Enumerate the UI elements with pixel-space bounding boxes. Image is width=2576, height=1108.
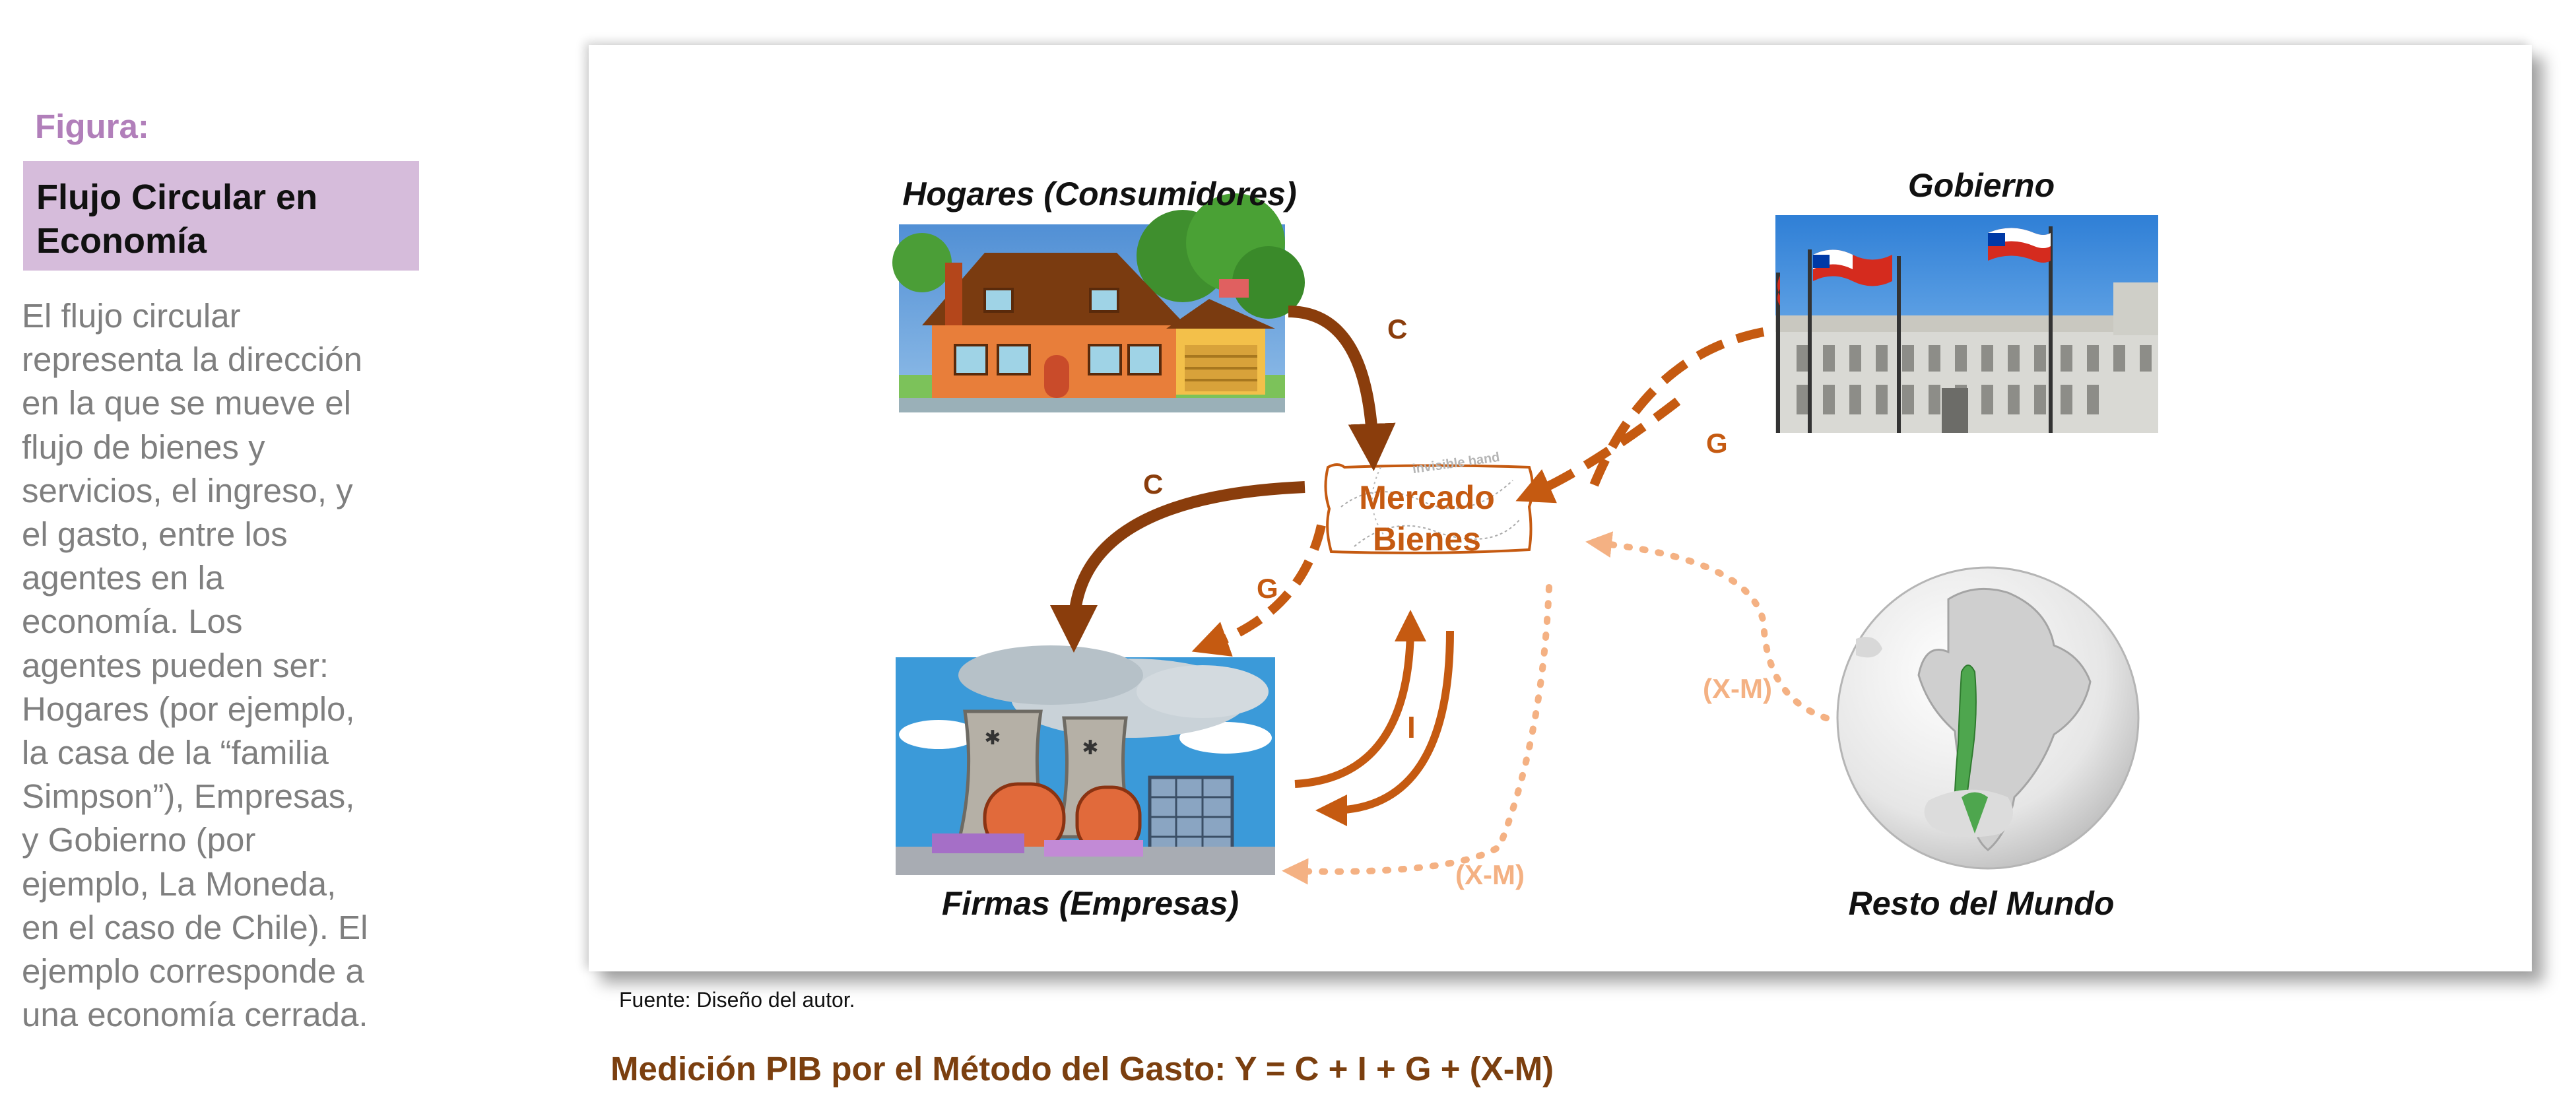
net-exports-arrow-firms — [1282, 584, 1552, 885]
description-line: en el caso de Chile). El — [22, 908, 368, 946]
description-text: El flujo circular representa la direcció… — [22, 294, 418, 1037]
net-exports-arrow-market — [1585, 531, 1830, 721]
description-line: ejemplo, La Moneda, — [22, 864, 337, 903]
firms-picture: ✱ ✱ — [896, 645, 1275, 875]
net-exports-label-firms: (X-M) — [1455, 859, 1525, 890]
description-line: flujo de bienes y — [22, 428, 265, 466]
gdp-formula: Medición PIB por el Método del Gasto: Y … — [611, 1050, 1554, 1088]
description-line: el gasto, entre los — [22, 515, 288, 554]
description-line: economía. Los — [22, 603, 243, 641]
figure-title-box: Flujo Circular en Economía — [23, 161, 419, 271]
consumption-arrow-households — [1288, 306, 1396, 471]
consumption-arrow-firms — [1050, 481, 1305, 653]
description-line: en la que se mueve el — [22, 384, 351, 422]
investment-label: I — [1407, 710, 1416, 744]
consumption-label-households: C — [1387, 313, 1407, 344]
figure-panel: Hogares (Consumidores) — [589, 45, 2532, 971]
government-label-g: G — [1706, 428, 1728, 459]
government-label: Gobierno — [1908, 167, 2055, 204]
description-line: servicios, el ingreso, y — [22, 471, 353, 509]
source-note: Fuente: Diseño del autor. — [619, 988, 855, 1012]
consumption-label-firms: C — [1143, 469, 1163, 500]
description-line: agentes pueden ser: — [22, 646, 329, 684]
figure-title-line1: Flujo Circular en — [36, 178, 318, 217]
description-line: representa la dirección — [22, 341, 362, 379]
government-label-firms: G — [1257, 573, 1278, 604]
government-arrow-firms — [1191, 524, 1326, 657]
households-label: Hogares (Consumidores) — [902, 176, 1296, 212]
description-line: Simpson”), Empresas, — [22, 777, 355, 816]
description-line: Hogares (por ejemplo, — [22, 690, 355, 728]
svg-text:✱: ✱ — [1082, 737, 1098, 759]
net-exports-label-world: (X-M) — [1703, 673, 1772, 704]
svg-text:✱: ✱ — [984, 727, 1001, 749]
figure-heading: Figura: — [35, 108, 149, 145]
description-line: una economía cerrada. — [22, 996, 368, 1034]
circular-flow-diagram: Hogares (Consumidores) — [892, 167, 2158, 922]
description-line: y Gobierno (por — [22, 821, 256, 859]
globe-picture — [1836, 566, 2140, 870]
government-spending-arrow — [1515, 397, 1681, 504]
description-line: El flujo circular — [22, 297, 241, 335]
rest-of-world-label: Resto del Mundo — [1849, 885, 2115, 922]
investment-arrow-down — [1315, 630, 1454, 826]
firms-label: Firmas (Empresas) — [942, 885, 1239, 922]
description-line: agentes en la — [22, 559, 224, 597]
description-line: ejemplo corresponde a — [22, 952, 364, 991]
government-arrow-path — [1587, 327, 1765, 492]
market-label-line1: Mercado — [1359, 479, 1495, 516]
goods-market-box: invisible hand Mercado Bienes — [1324, 450, 1534, 558]
description-line: la casa de la “familia — [22, 734, 329, 772]
figure-title-line2: Economía — [36, 221, 207, 261]
government-picture — [1775, 215, 2158, 433]
house-picture — [892, 193, 1305, 412]
market-label-line2: Bienes — [1373, 521, 1481, 558]
investment-arrow-up — [1294, 610, 1426, 788]
